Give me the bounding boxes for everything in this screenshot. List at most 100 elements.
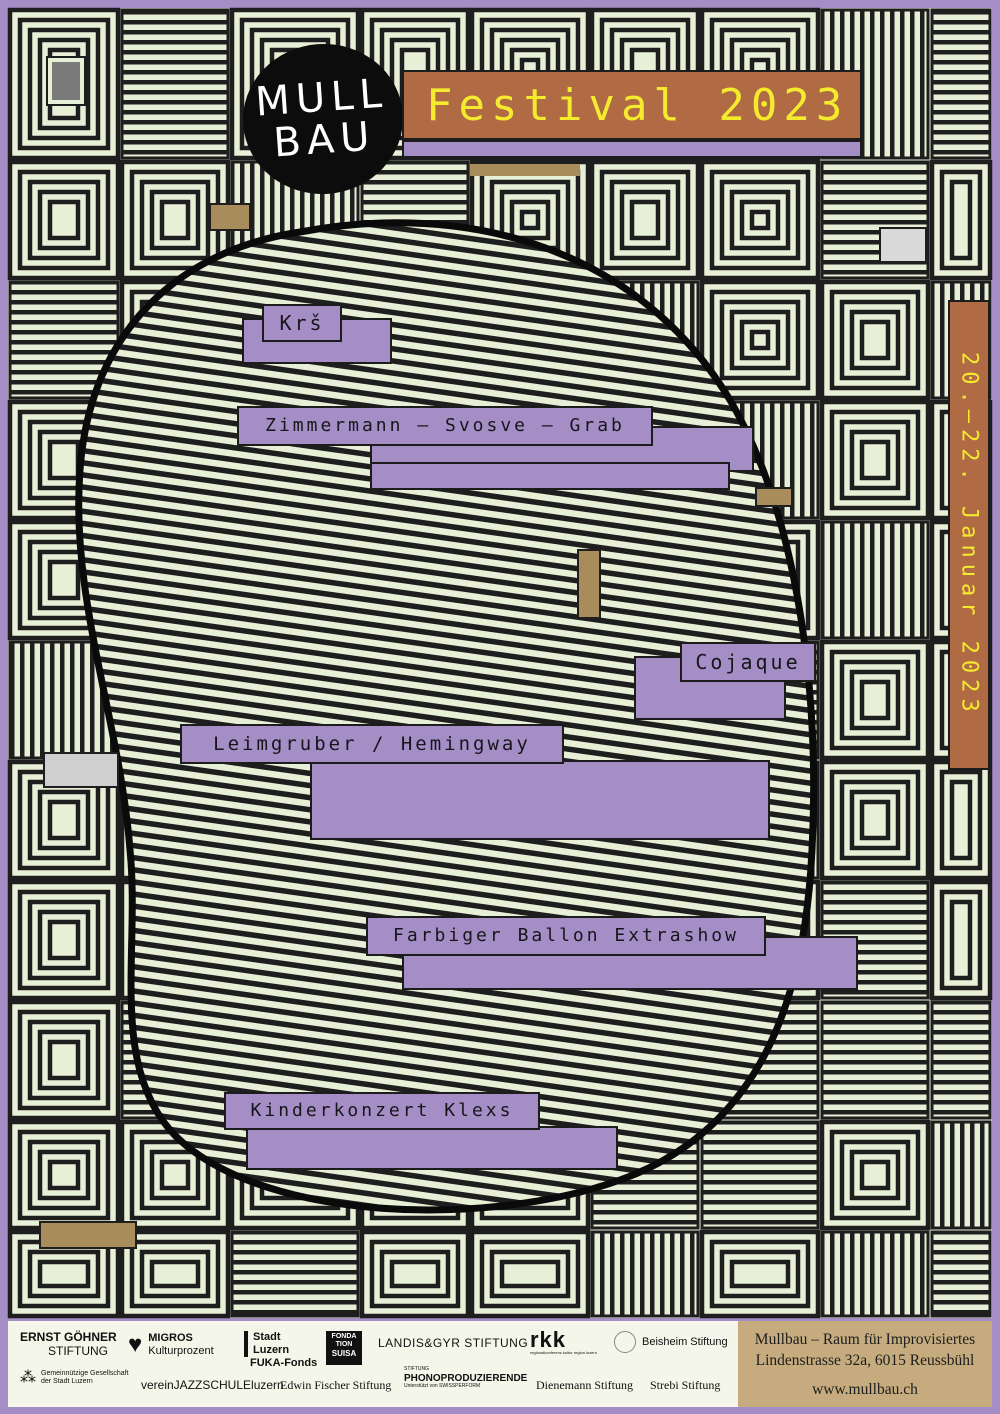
maze-stripes <box>930 1230 992 1318</box>
act-underbar <box>310 760 770 840</box>
act-label: Farbiger Ballon Extrashow <box>366 916 766 956</box>
maze-ring <box>37 1259 91 1289</box>
maze-ring <box>839 1139 911 1211</box>
circle-logo-icon <box>614 1331 636 1353</box>
sponsor-text: PHONOPRODUZIERENDE <box>404 1372 528 1384</box>
maze-ring <box>819 1119 931 1231</box>
maze-ring <box>47 919 81 961</box>
maze-ring <box>739 199 781 241</box>
maze-ring <box>17 169 111 271</box>
maze-ring <box>849 1149 901 1201</box>
maze-stripes <box>230 1230 360 1318</box>
maze-ring <box>829 649 921 751</box>
maze-ring <box>849 429 901 491</box>
maze-ring <box>949 899 973 981</box>
logo-line-2: BAU <box>271 113 377 167</box>
maze-ring <box>499 1259 561 1289</box>
maze-ring <box>829 769 921 871</box>
maze-ring <box>27 899 101 981</box>
sponsor-text: MIGROS <box>148 1332 193 1345</box>
maze-ring <box>819 399 931 521</box>
heart-icon: ♥ <box>128 1331 143 1358</box>
sponsor-text: STIFTUNG <box>48 1343 108 1358</box>
venue-name: Mullbau – Raum für Improvisiertes <box>754 1331 976 1348</box>
sponsor-text: SUISA <box>331 1349 357 1359</box>
maze-ring <box>829 409 921 511</box>
maze-ring <box>37 909 91 971</box>
maze-ring <box>17 1009 111 1111</box>
sponsor-fischer: Edwin Fischer Stiftung <box>280 1378 392 1392</box>
maze-ring <box>17 889 111 991</box>
sponsor-text: ERNST GÖHNER <box>20 1330 117 1344</box>
act-label: Krš <box>262 304 342 342</box>
maze-stripes <box>930 1120 992 1230</box>
maze-ring <box>509 199 551 241</box>
sponsor-text: STIFTUNG <box>404 1366 429 1372</box>
sponsor-text: Unterstützt von SWISSPERFORM <box>404 1383 481 1390</box>
maze-ring <box>47 1039 81 1081</box>
maze-ring <box>719 179 801 261</box>
sponsor-text: Stadt <box>253 1331 281 1343</box>
act-label: Kinderkonzert Klexs <box>224 1092 540 1130</box>
maze-ring <box>859 679 891 721</box>
maze-ring <box>749 329 771 351</box>
maze-ring <box>859 1159 891 1191</box>
maze-stripes <box>120 8 230 160</box>
sponsor-beisheim: Beisheim Stiftung <box>614 1331 728 1353</box>
maze-ring <box>949 179 973 261</box>
venue-website-link[interactable]: www.mullbau.ch <box>812 1381 918 1398</box>
maze-ring <box>149 1259 201 1289</box>
title-underbar <box>402 140 862 158</box>
act-underbar <box>246 1126 618 1170</box>
maze-ring <box>929 879 993 1001</box>
maze-ring <box>7 879 121 1001</box>
maze-ring <box>729 189 791 251</box>
maze-ring <box>839 779 911 861</box>
sponsor-suisa: FONDA TION SUISA <box>326 1331 362 1365</box>
maze-ring <box>609 179 681 261</box>
maze-ring <box>27 179 101 261</box>
sponsor-ggl: ⁂ Gemeinnützige Gesellschaft der Stadt L… <box>20 1369 129 1387</box>
maze-ring <box>7 159 121 281</box>
maze-ring <box>47 799 81 841</box>
maze-ring <box>37 1149 91 1201</box>
maze-ring <box>479 1239 581 1309</box>
venue-info: Mullbau – Raum für Improvisiertes Linden… <box>738 1321 992 1407</box>
sponsor-text: Gemeinnützige Gesellschaft <box>41 1370 129 1378</box>
sponsor-dienemann: Dienemann Stiftung <box>536 1378 633 1392</box>
sponsor-fuka: FUKA-Fonds <box>250 1357 318 1369</box>
maze-ring <box>819 759 931 881</box>
maze-ring <box>47 559 81 601</box>
maze-ring <box>389 1259 441 1289</box>
maze-ring <box>379 1249 451 1299</box>
maze-ring <box>139 179 211 261</box>
maze-ring <box>47 1159 81 1191</box>
maze-ring <box>27 1249 101 1299</box>
maze-stripes <box>930 1000 992 1120</box>
maze-ring <box>599 169 691 271</box>
maze-ring <box>37 189 91 251</box>
maze-ring <box>469 1229 591 1319</box>
sponsor-text: regionalkonferenz kultur region luzern <box>530 1350 597 1355</box>
maze-stripes <box>820 1230 930 1318</box>
sponsor-text: FONDA <box>331 1333 357 1340</box>
sponsor-strip: ERNST GÖHNER STIFTUNG ♥ MIGROS Kulturpro… <box>8 1321 738 1407</box>
maze-ring <box>949 779 973 861</box>
maze-ring <box>839 299 911 381</box>
sponsor-goehner: ERNST GÖHNER STIFTUNG <box>20 1330 117 1359</box>
maze-ring <box>929 159 993 281</box>
maze-ring <box>37 1029 91 1091</box>
city-logo-icon <box>244 1331 248 1357</box>
sponsor-text: rkk <box>530 1327 567 1352</box>
sponsor-phonoproduzierende: STIFTUNG PHONOPRODUZIERENDE Unterstützt … <box>404 1366 528 1390</box>
maze-ring <box>849 309 901 371</box>
maze-ring <box>27 1139 101 1211</box>
act-label: Zimmermann – Svosve – Grab <box>237 406 653 446</box>
maze-ring <box>37 37 91 131</box>
maze-stripes <box>930 8 992 160</box>
maze-ring <box>139 1249 211 1299</box>
maze-ring <box>719 1249 801 1299</box>
sponsor-text: Luzern <box>253 1343 290 1356</box>
act-underbar <box>370 462 730 490</box>
